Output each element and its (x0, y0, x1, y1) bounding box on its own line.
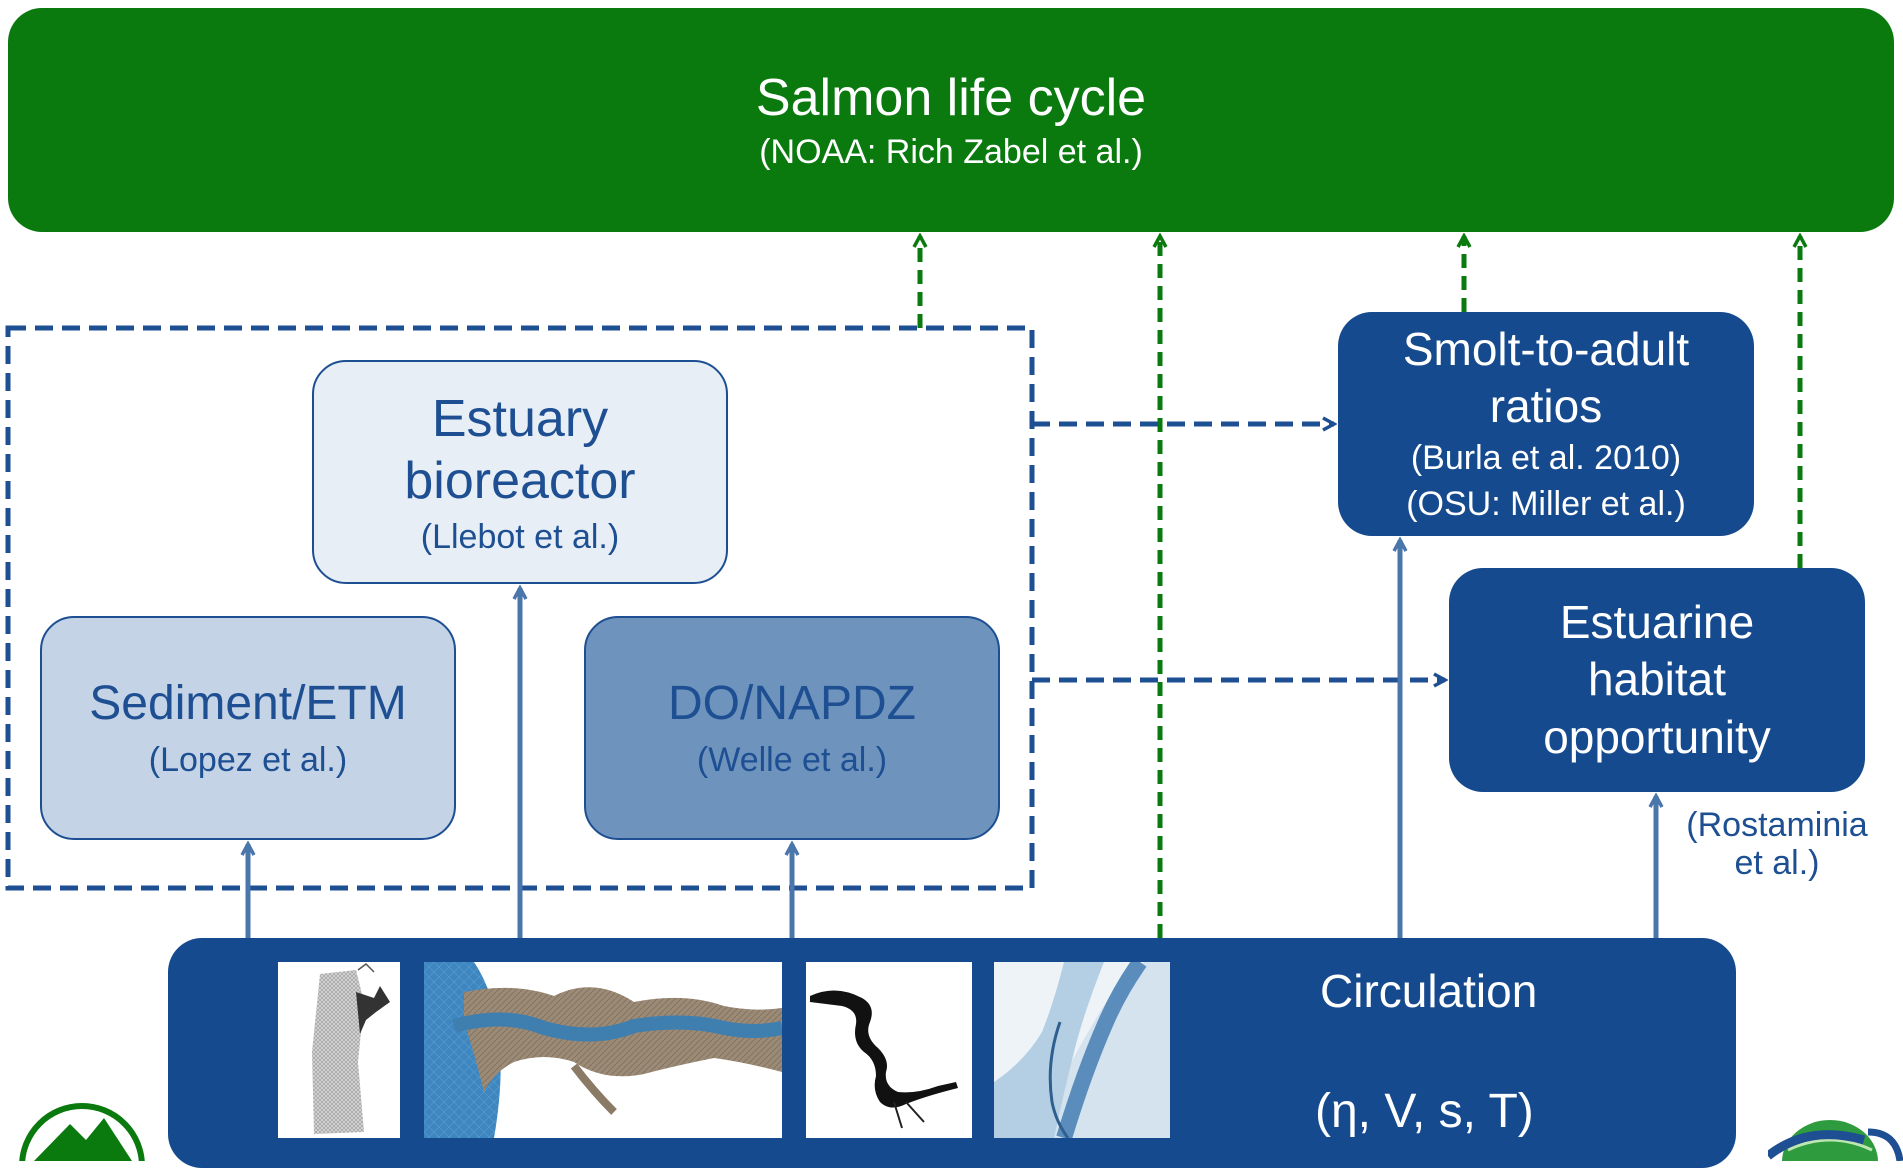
estuarine-title-3: opportunity (1543, 710, 1771, 763)
rostaminia-line-1: (Rostaminia (1686, 806, 1868, 844)
smolt-title-2: ratios (1489, 380, 1603, 433)
salmon-life-cycle-credit: (NOAA: Rich Zabel et al.) (759, 133, 1143, 172)
smolt-credit-2: (OSU: Miller et al.) (1406, 484, 1686, 523)
sediment-etm-credit: (Lopez et al.) (148, 740, 348, 779)
estuary-bioreactor-box: Estuary bioreactor (Llebot et al.) (312, 360, 728, 584)
sediment-etm-title: Sediment/ETM (89, 677, 407, 731)
estuary-bioreactor-title-2: bioreactor (404, 451, 636, 510)
estuarine-title-1: Estuarine (1559, 595, 1755, 648)
rostaminia-line-2: et al.) (1734, 844, 1820, 883)
globe-logo-icon (1768, 1120, 1903, 1161)
river-channel-image (806, 962, 972, 1138)
rostaminia-credit: (Rostaminia et al.) (1672, 806, 1882, 882)
salmon-life-cycle-title: Salmon life cycle (755, 68, 1147, 127)
do-napdz-title: DO/NAPDZ (667, 677, 916, 731)
circulation-variables: (η, V, s, T) (1315, 1085, 1534, 1138)
sediment-etm-box: Sediment/ETM (Lopez et al.) (40, 616, 456, 840)
estuary-bioreactor-title-1: Estuary (431, 389, 609, 448)
grid-mesh-image (278, 962, 400, 1138)
estuary-bioreactor-credit: (Llebot et al.) (420, 518, 620, 557)
circulation-title: Circulation (1320, 965, 1538, 1017)
do-napdz-box: DO/NAPDZ (Welle et al.) (584, 616, 1000, 840)
estuarine-title-2: habitat (1587, 653, 1727, 706)
channel-bathymetry-image (994, 962, 1170, 1138)
do-napdz-credit: (Welle et al.) (696, 740, 888, 779)
smolt-to-adult-box: Smolt-to-adult ratios (Burla et al. 2010… (1338, 312, 1754, 536)
smolt-credit-1: (Burla et al. 2010) (1410, 438, 1682, 477)
estuarine-habitat-box: Estuarine habitat opportunity (1449, 568, 1865, 792)
estuary-mesh-image (424, 962, 782, 1138)
salmon-life-cycle-box: Salmon life cycle (NOAA: Rich Zabel et a… (8, 8, 1894, 232)
mountain-logo-icon (19, 1103, 145, 1161)
smolt-title-1: Smolt-to-adult (1402, 322, 1690, 375)
